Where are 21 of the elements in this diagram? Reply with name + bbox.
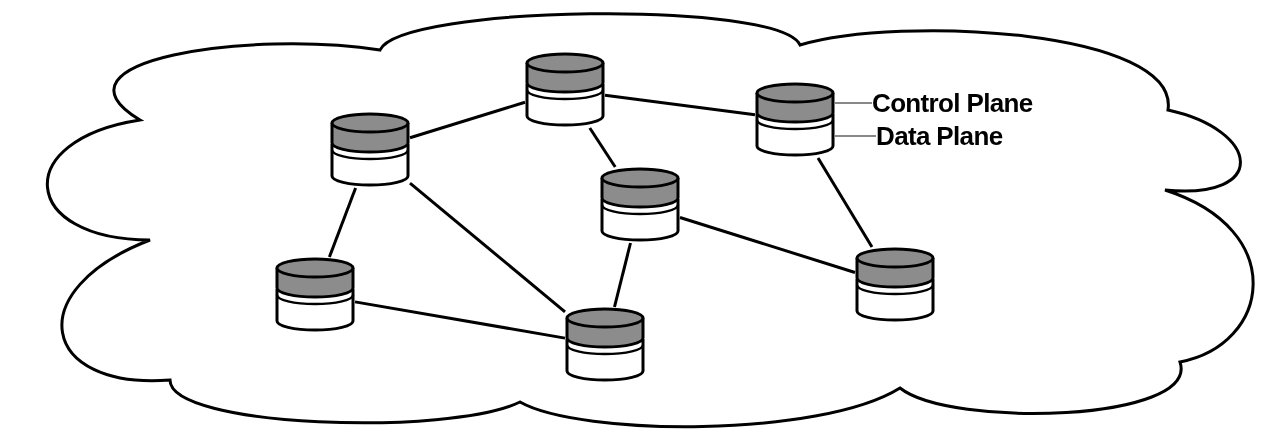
plane-label: Data Plane	[876, 119, 1026, 153]
router-cylinder	[600, 167, 680, 243]
router-cylinder	[565, 307, 645, 383]
link-line	[588, 127, 617, 168]
router-cylinder	[755, 82, 835, 158]
link-line	[354, 300, 566, 340]
router-cylinder	[275, 257, 355, 333]
link-line	[328, 187, 357, 258]
link-line	[409, 100, 526, 140]
leader-line	[834, 102, 873, 104]
router-cylinder	[525, 52, 605, 128]
leader-line	[834, 135, 877, 137]
link-line	[816, 157, 874, 248]
plane-label: Control Plane	[872, 86, 1042, 120]
router-cylinder	[330, 112, 410, 188]
link-line	[604, 93, 756, 117]
control-layer	[755, 82, 835, 124]
link-line	[409, 182, 566, 313]
router-cylinder	[855, 247, 935, 323]
link-line	[679, 216, 856, 274]
link-line	[613, 242, 632, 308]
